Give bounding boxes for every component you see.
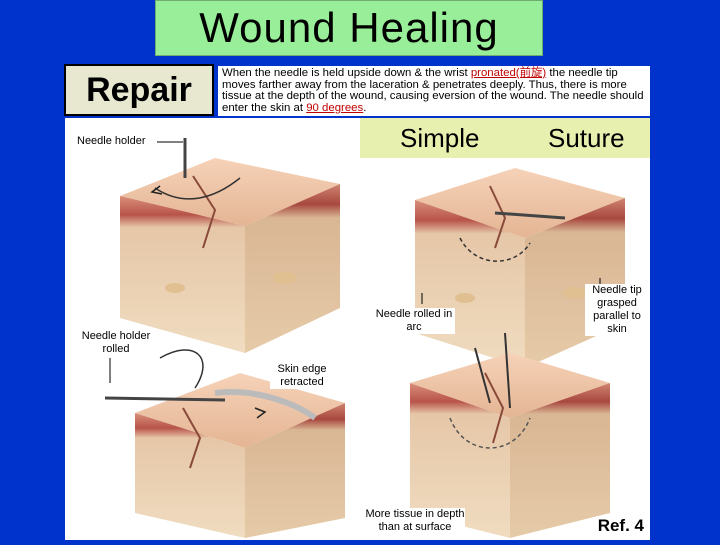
title-banner: Wound Healing <box>155 0 543 56</box>
caption-needle-holder: Needle holder <box>77 135 146 148</box>
skin-block-1 <box>120 138 340 353</box>
pronated-term: pronated(前旋) <box>471 67 546 79</box>
caption-needle-tip: Needle tip grasped parallel to skin <box>585 284 649 336</box>
description-box: When the needle is held upside down & th… <box>218 66 650 116</box>
angle-term: 90 degrees <box>306 102 363 114</box>
reference-label: Ref. 4 <box>598 516 644 536</box>
skin-block-2 <box>415 168 625 368</box>
page-title: Wound Healing <box>199 4 498 52</box>
section-label-box: Repair <box>64 64 214 116</box>
illustration-panel: Simple Suture Needle holder Needle holde… <box>65 118 650 540</box>
suture-illustration <box>65 118 650 540</box>
header-word-suture: Suture <box>548 123 625 154</box>
caption-needle-rolled: Needle rolled in arc <box>373 308 455 334</box>
section-label: Repair <box>86 71 192 110</box>
suture-header: Simple Suture <box>360 118 650 158</box>
header-word-simple: Simple <box>400 123 479 154</box>
caption-needle-holder-rolled: Needle holder rolled <box>75 330 157 356</box>
description-part1: When the needle is held upside down & th… <box>222 67 471 79</box>
caption-skin-edge: Skin edge retracted <box>270 363 334 389</box>
caption-more-tissue: More tissue in depth than at surface <box>365 508 465 534</box>
description-part3: . <box>363 102 366 114</box>
